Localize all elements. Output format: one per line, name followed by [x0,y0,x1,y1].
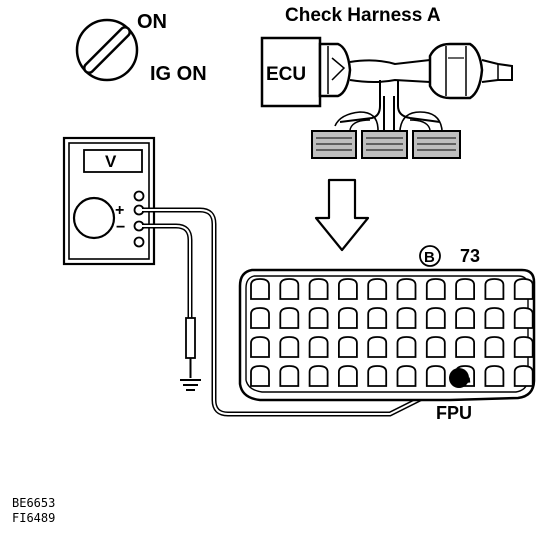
connector-pins [250,278,534,387]
probe-leads [142,207,452,417]
connector-letter: B [424,249,435,266]
voltmeter-display [83,149,143,173]
ground-icon [180,379,201,391]
voltmeter-plus-label: + [115,202,124,219]
connector-pin [367,365,388,387]
connector-pin [484,307,505,329]
voltmeter-terminals [133,190,145,248]
vehicle-side-connector [428,42,513,100]
connector-pin [396,307,417,329]
connector-pin [367,278,388,300]
pin-label-fpu: FPU [436,403,472,423]
connector-letter-circle [419,245,441,267]
connector-pin [279,336,300,358]
figure-reference: BE6653 FI6489 [12,496,55,525]
connector-pin [367,307,388,329]
connector-pin [513,336,534,358]
connector-pin [308,278,329,300]
harness-sub-connectors [311,130,461,159]
check-harness: Check Harness A ECU [260,5,513,159]
figure-ref-line1: BE6653 [12,496,55,510]
connector-pin [338,336,358,358]
connector-pin [396,336,417,358]
ecu-label: ECU [266,64,306,85]
connector-pin [279,307,300,329]
connector-pin [513,365,534,387]
voltmeter-dial-icon [72,196,116,240]
connector-pin [250,336,270,358]
key-slot-icon [83,26,131,74]
voltmeter: V + − [62,136,156,266]
connector-pin [338,307,358,329]
connector-id: B 73 [419,245,480,267]
harness-cable [334,59,443,132]
connector-pin [279,365,300,387]
ignition-switch: ON IG ON [75,11,207,85]
harness-title: Check Harness A [285,5,441,26]
ignition-on-label: ON [137,11,167,33]
connector-pin [455,278,475,300]
connector-pin [425,307,446,329]
connector-pin [308,307,329,329]
connector-pin [250,365,270,387]
probe-tip [449,368,471,388]
connector-pin [396,365,417,387]
ecu-box: ECU [260,36,322,108]
connector-pin [279,278,300,300]
connector-pin [367,336,388,358]
connector-pin [484,365,505,387]
voltmeter-unit-label: V [105,152,117,171]
connector-pin [425,336,446,358]
connector-pin [513,307,534,329]
connector-pin [425,278,446,300]
connector-b: B 73 FPU [238,245,536,423]
connector-pin [396,278,417,300]
connector-pin [455,307,475,329]
connector-pin [250,278,270,300]
connector-pin [484,336,505,358]
connector-pin [308,336,329,358]
ignition-switch-icon [75,18,139,82]
figure-ref-line2: FI6489 [12,511,55,525]
connector-pin [308,365,329,387]
connector-pin-number: 73 [460,246,480,266]
ground-probe [185,317,196,378]
connector-pin [338,278,358,300]
ecu-side-connector [318,42,352,98]
connector-pin [250,307,270,329]
ignition-ig-on-label: IG ON [150,63,207,85]
down-arrow-icon [314,178,370,252]
connector-pin [455,336,475,358]
connector-pin [338,365,358,387]
connector-pin [484,278,505,300]
connector-pin [513,278,534,300]
voltmeter-minus-label: − [116,219,125,236]
connector-pin [425,365,446,387]
